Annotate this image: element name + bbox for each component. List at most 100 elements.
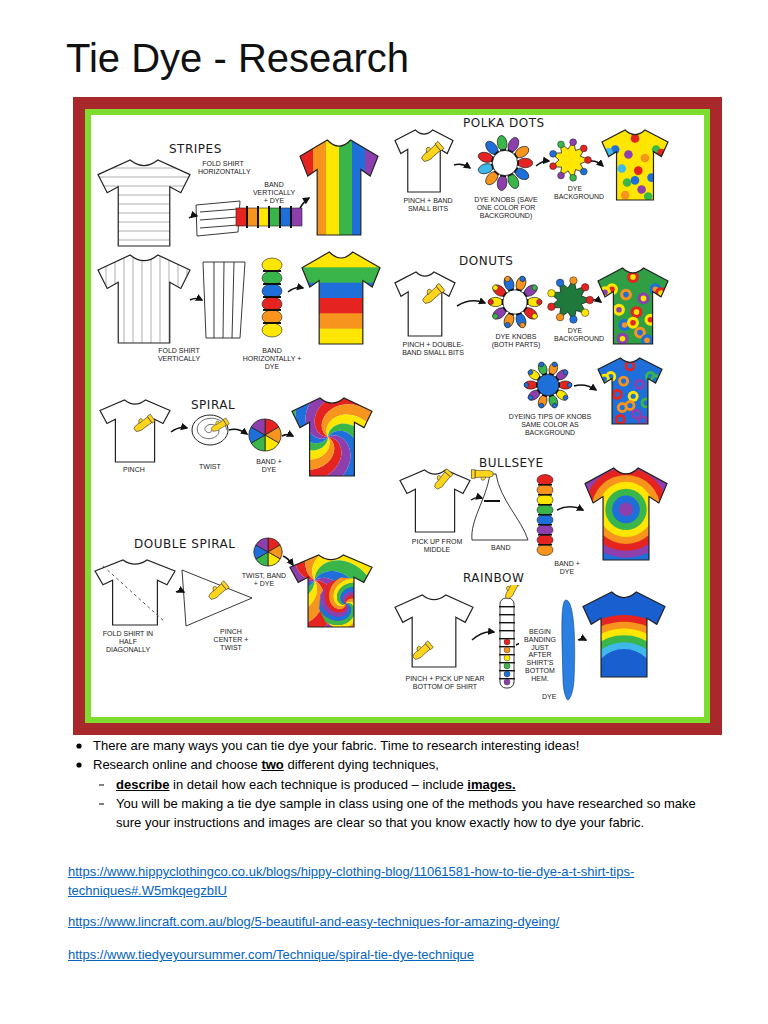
dye-ring	[578, 461, 675, 558]
rubber-band	[514, 168, 517, 173]
list-dash	[99, 804, 104, 805]
glove-hand	[419, 140, 444, 164]
banded-segment	[269, 208, 280, 226]
rubber-band	[549, 373, 554, 375]
fold-line	[106, 255, 107, 343]
knob-tip	[556, 313, 563, 320]
link-text: https://www.tiedyeyoursummer.com/Techniq…	[68, 947, 474, 962]
banded-segment	[262, 323, 282, 337]
dye-stripe	[302, 267, 380, 283]
knob-tip	[488, 299, 493, 304]
knob	[547, 394, 559, 409]
step-caption: PINCH CENTER + TWIST	[205, 628, 257, 651]
shirt-fabric	[395, 595, 473, 667]
dye-ring	[571, 454, 681, 564]
rubber-band	[263, 283, 281, 285]
knob-tip	[538, 361, 544, 367]
knob	[513, 144, 531, 160]
rubber-band	[537, 389, 540, 393]
knob-tip	[585, 157, 592, 164]
knob	[491, 305, 508, 321]
knob-tip	[492, 313, 500, 321]
rubber-band	[257, 206, 259, 228]
link-text: https://www.hippyclothingco.co.uk/blogs/…	[68, 864, 634, 898]
dye-ring	[617, 333, 629, 345]
dye-ring-centre	[641, 296, 647, 302]
dye-dot	[631, 134, 640, 143]
shirt-dye	[543, 427, 709, 593]
technique-heading: SPIRAL	[190, 398, 236, 412]
shirt-fabric	[95, 560, 175, 625]
body-text: There are many ways you can tie dye your…	[93, 738, 579, 753]
dye-ring-centre	[630, 320, 636, 326]
shirt-fabric	[395, 130, 453, 192]
dye-stripe	[339, 140, 353, 235]
rubber-band	[538, 544, 552, 546]
knob-tip	[519, 322, 526, 329]
fabric-knob	[522, 282, 539, 298]
technique-heading: RAINBOW	[462, 571, 525, 585]
step-arrow	[282, 435, 293, 436]
knob-tip	[504, 322, 511, 329]
dye-ring-centre	[634, 412, 639, 417]
dye-ring	[641, 397, 652, 408]
step-arrow	[171, 428, 187, 433]
dye-stripe	[302, 252, 380, 268]
rubber-band	[537, 376, 540, 380]
step-caption: BEGIN BANDING JUST AFTER SHIRT'S BOTTOM …	[519, 628, 561, 683]
spiral-wedge	[305, 532, 413, 664]
shirt-outline	[302, 252, 380, 344]
knob	[506, 172, 521, 190]
dye-ring-centre	[627, 363, 632, 368]
banded-segment	[291, 208, 302, 226]
shirt-outline	[300, 140, 378, 235]
dye-dot	[621, 191, 630, 200]
step-caption: DYE BACKGROUND	[553, 185, 597, 201]
glove-hand	[471, 470, 493, 480]
step-arrow	[454, 164, 470, 168]
step-caption: PICK UP FROM MIDDLE	[405, 538, 469, 554]
dye-ring	[620, 289, 632, 301]
rubber-band	[508, 289, 514, 291]
shirt-fabric	[395, 272, 455, 336]
fold-line	[124, 255, 125, 343]
step-caption: FOLD SHIRT VERTICALLY	[150, 347, 208, 363]
dye-ring	[612, 496, 640, 524]
shirt-outline	[395, 595, 473, 667]
glove-hand	[420, 282, 445, 306]
step-caption: DYE KNOBS (BOTH PARTS)	[488, 333, 544, 349]
rubber-band	[494, 151, 499, 155]
spiral-wedge	[306, 382, 419, 510]
band-dye	[504, 671, 510, 677]
text-line: https://www.tiedyeyoursummer.com/Techniq…	[68, 946, 708, 965]
fold-line	[142, 255, 143, 343]
rubber-band	[508, 313, 514, 315]
shirt-outline	[400, 470, 470, 532]
folded-shirt	[203, 262, 245, 338]
rubber-band	[503, 292, 506, 297]
technique-heading: STRIPES	[168, 142, 223, 156]
band-dye	[504, 663, 510, 669]
step-arrow	[189, 216, 197, 218]
step-arrow	[471, 497, 482, 500]
shirt-fabric	[302, 252, 380, 344]
knob-tip	[552, 403, 558, 409]
step-caption: TWIST, BAND + DYE	[238, 572, 290, 588]
rubber-band	[502, 299, 503, 305]
shirt-fabric	[400, 470, 470, 532]
knob-tip	[567, 383, 572, 388]
rubber-band	[492, 164, 494, 170]
rainbow-arc	[565, 622, 684, 741]
rubber-band	[500, 149, 506, 151]
rubber-band	[290, 206, 292, 228]
step-arrow	[536, 161, 549, 166]
shirt-dye	[209, 475, 420, 686]
rubber-band	[538, 494, 552, 496]
knob-tip	[581, 309, 588, 316]
emphasis-text: two	[261, 757, 283, 772]
dye-ring-centre	[637, 330, 643, 336]
fold-line	[98, 204, 190, 205]
glove-cuff	[436, 283, 445, 292]
banded-segment	[537, 515, 553, 526]
